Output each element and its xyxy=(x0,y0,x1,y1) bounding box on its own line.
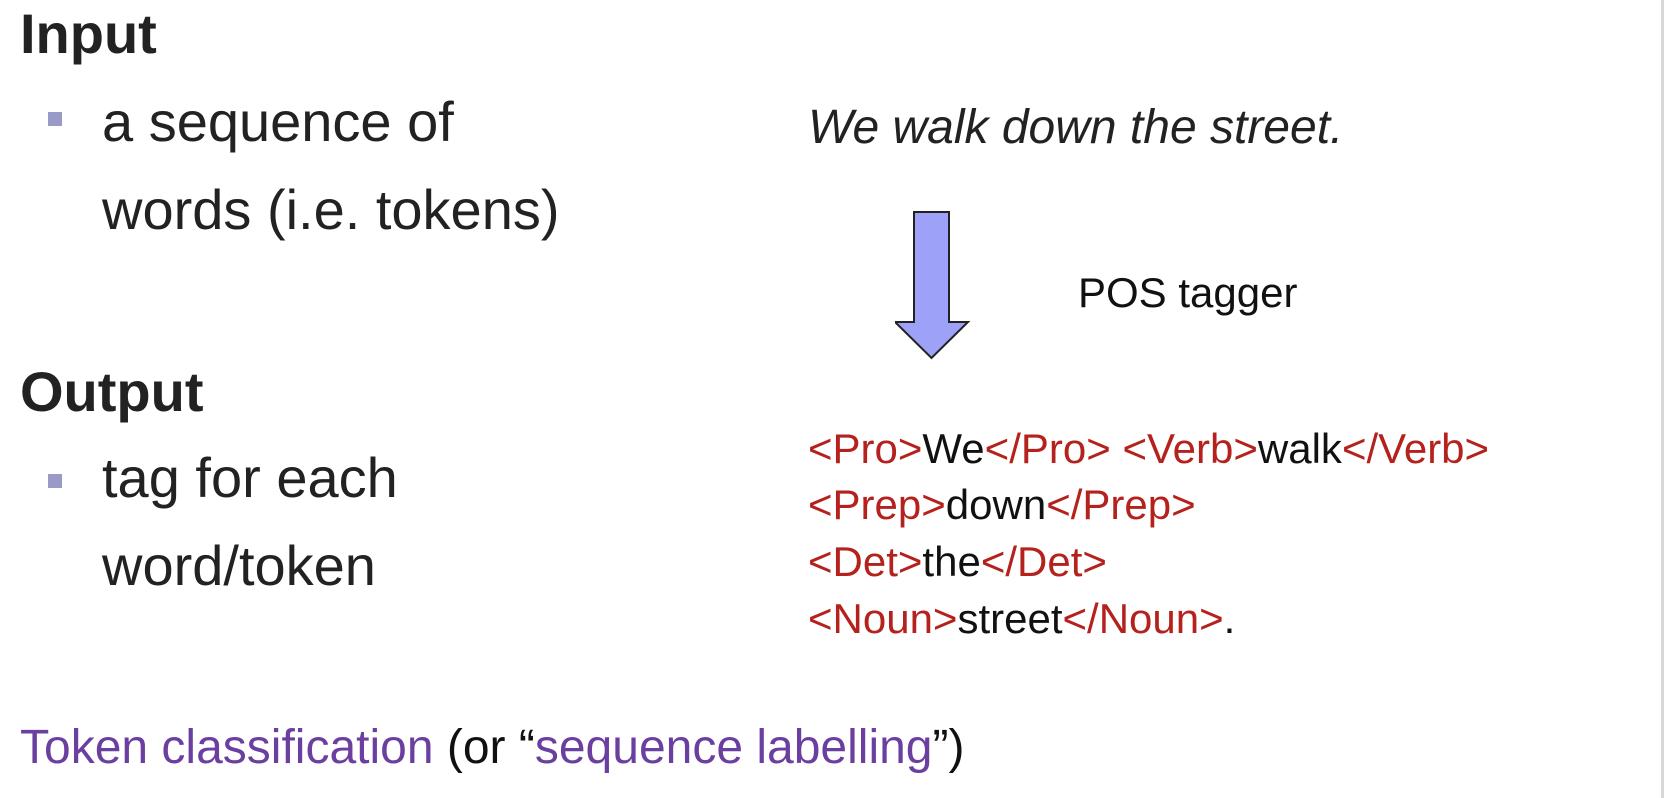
sequence-labelling-term: sequence labelling xyxy=(534,721,933,774)
output-bullet-marker xyxy=(48,474,62,488)
tagged-line-4: <Noun>street</Noun>. xyxy=(808,598,1235,640)
input-bullet-line-2: words (i.e. tokens) xyxy=(102,178,560,241)
pos-tagger-label: POS tagger xyxy=(1078,269,1298,316)
token-word: street xyxy=(957,595,1063,642)
example-sentence: We walk down the street. xyxy=(808,101,1344,154)
output-bullet-line-2: word/token xyxy=(102,534,376,597)
pos-tag: <Pro> xyxy=(808,425,923,472)
output-heading: Output xyxy=(20,360,204,423)
footer-paren-open: (or “ xyxy=(433,721,535,774)
input-heading: Input xyxy=(20,2,157,65)
token-word: . xyxy=(1223,595,1236,642)
token-word: walk xyxy=(1257,425,1342,472)
token-word: down xyxy=(945,481,1047,528)
token-word: the xyxy=(922,538,981,585)
footer-paren-close: ”) xyxy=(932,721,965,774)
pos-tag: </Pro> xyxy=(984,425,1111,472)
pos-tag: <Det> xyxy=(808,538,923,585)
pos-tag: </Verb> xyxy=(1341,425,1490,472)
output-bullet-line-1: tag for each xyxy=(102,446,398,509)
pos-tag: <Prep> xyxy=(808,481,946,528)
tagged-line-3: <Det>the</Det> xyxy=(808,541,1107,583)
pos-tag: <Verb> xyxy=(1122,425,1258,472)
tagged-line-2: <Prep>down</Prep> xyxy=(808,484,1196,526)
pos-tag: </Noun> xyxy=(1062,595,1224,642)
token-word xyxy=(1111,425,1123,472)
down-arrow-icon xyxy=(895,211,971,360)
pos-tag: <Noun> xyxy=(808,595,958,642)
input-bullet-line-1: a sequence of xyxy=(102,90,454,153)
token-classification-term: Token classification xyxy=(20,721,434,774)
input-bullet-marker xyxy=(48,112,62,126)
slide-edge-divider xyxy=(1661,0,1664,798)
token-word: We xyxy=(922,425,985,472)
pos-tag: </Det> xyxy=(980,538,1107,585)
tagged-line-1: <Pro>We</Pro> <Verb>walk</Verb> xyxy=(808,428,1489,470)
pos-tag: </Prep> xyxy=(1046,481,1196,528)
footer-caption: Token classification (or “sequence label… xyxy=(20,724,964,772)
